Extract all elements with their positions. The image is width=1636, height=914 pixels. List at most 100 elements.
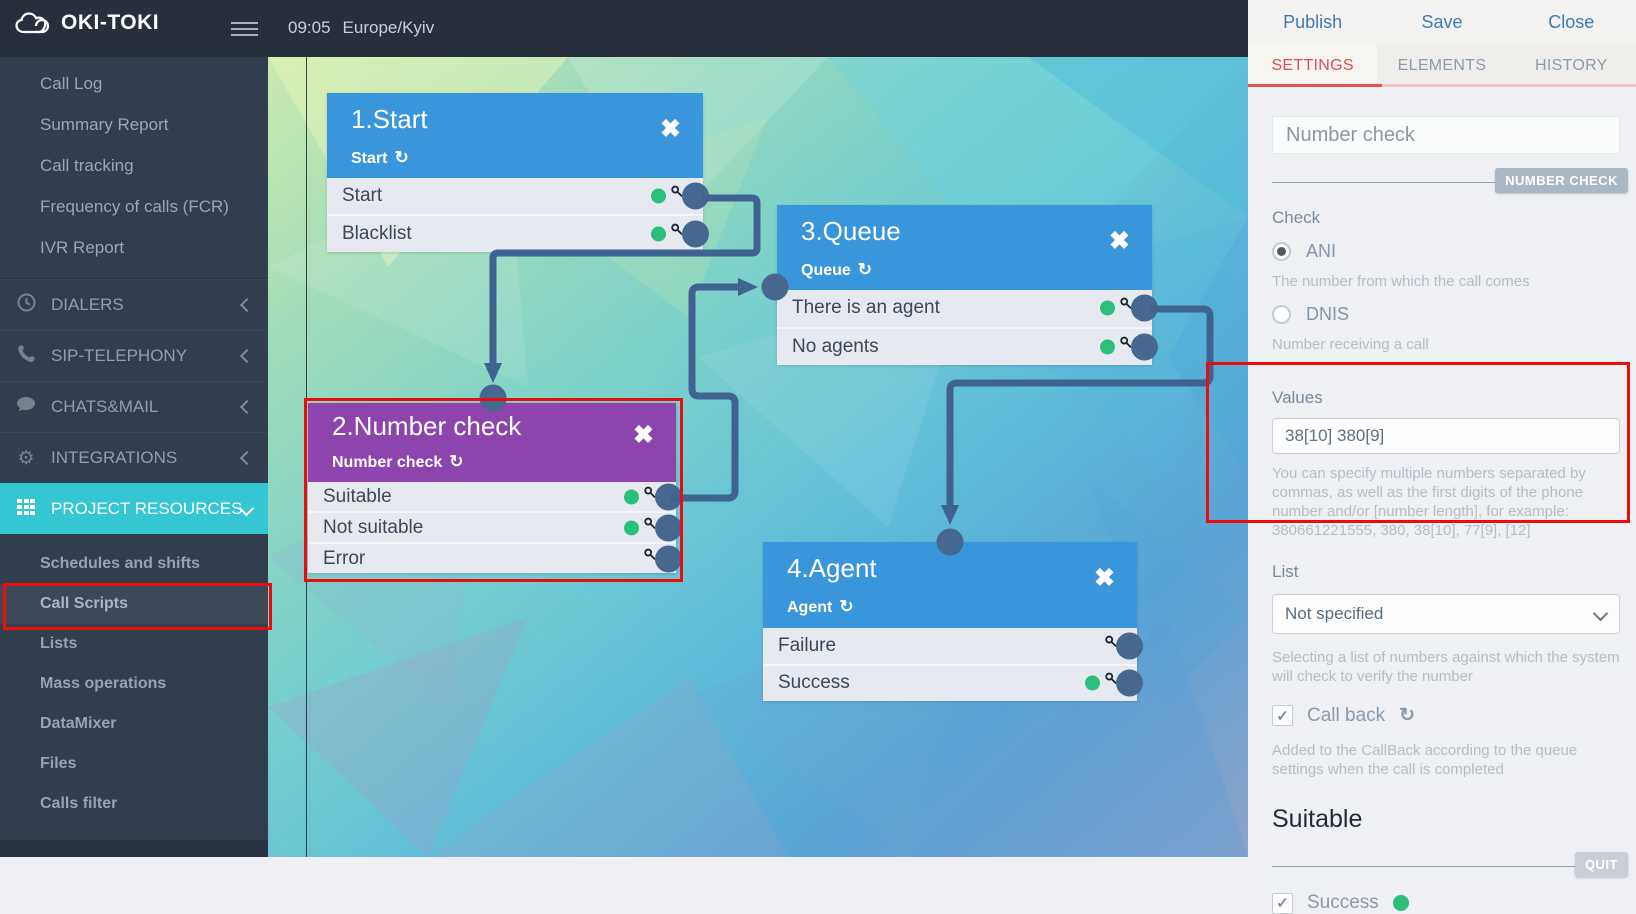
- tab-history[interactable]: HISTORY: [1535, 56, 1608, 74]
- node-title: 4.Agent: [787, 553, 877, 583]
- values-input[interactable]: [1272, 418, 1620, 454]
- sidebar-item-fcr[interactable]: Frequency of calls (FCR): [40, 197, 229, 216]
- close-icon[interactable]: ✖: [1094, 564, 1115, 592]
- logo-text: OKI-TOKI: [61, 11, 160, 34]
- sidebar-section-chats-mail[interactable]: CHATS&MAIL: [0, 381, 268, 432]
- node-output-row[interactable]: Not suitable: [308, 513, 682, 544]
- node-number-check[interactable]: 2.Number check Number check↻ ✖ Suitable …: [308, 403, 682, 573]
- tab-settings[interactable]: SETTINGS: [1248, 44, 1378, 87]
- link-key-icon[interactable]: [644, 545, 657, 567]
- node-start[interactable]: 1.Start Start↻ ✖ Start Blacklist: [327, 93, 709, 252]
- output-connector[interactable]: [1131, 294, 1158, 322]
- checkmark-icon: ✓: [1276, 707, 1289, 725]
- tab-elements[interactable]: ELEMENTS: [1397, 56, 1487, 74]
- radio-label: DNIS: [1306, 304, 1350, 324]
- radio-button-checked[interactable]: [1272, 242, 1291, 261]
- success-checkbox-row[interactable]: ✓ Success: [1272, 892, 1620, 914]
- output-connector[interactable]: [1131, 333, 1158, 361]
- tab-underline: [1248, 84, 1636, 87]
- link-key-icon[interactable]: [644, 483, 657, 505]
- node-output-row[interactable]: Error: [308, 544, 682, 573]
- sidebar-item-lists[interactable]: Lists: [40, 635, 78, 652]
- sidebar-item-datamixer[interactable]: DataMixer: [40, 715, 117, 732]
- divider-line: [1272, 182, 1614, 183]
- output-connector[interactable]: [655, 514, 682, 541]
- node-output-row[interactable]: Blacklist: [327, 216, 709, 252]
- sidebar: Call Log Summary Report Call tracking Fr…: [0, 57, 268, 857]
- status-green-dot: [1085, 675, 1100, 691]
- node-output-row[interactable]: There is an agent: [777, 290, 1158, 329]
- node-type-badge: NUMBER CHECK: [1495, 168, 1628, 193]
- sidebar-item-call-scripts[interactable]: Call Scripts: [0, 584, 268, 624]
- row-label: There is an agent: [792, 297, 940, 319]
- script-canvas: 1.Start Start↻ ✖ Start Blacklist 3.Queue…: [268, 57, 1248, 857]
- node-output-row[interactable]: Failure: [763, 628, 1143, 666]
- chevron-left-icon: [239, 448, 255, 468]
- publish-button[interactable]: Publish: [1283, 11, 1343, 32]
- node-agent[interactable]: 4.Agent Agent↻ ✖ Failure Success: [763, 542, 1143, 701]
- status-green-dot: [624, 520, 639, 535]
- link-key-icon[interactable]: [644, 514, 657, 536]
- node-output-row[interactable]: No agents: [777, 328, 1158, 365]
- sidebar-section-sip-telephony[interactable]: SIP-TELEPHONY: [0, 330, 268, 381]
- node-name-input[interactable]: [1272, 116, 1620, 154]
- radio-ani[interactable]: ANI: [1272, 241, 1620, 262]
- refresh-icon[interactable]: ↻: [1399, 705, 1416, 726]
- node-type-label: Number check: [332, 454, 443, 471]
- panel-tabs: SETTINGS ELEMENTS HISTORY: [1248, 44, 1636, 87]
- node-output-row[interactable]: Success: [763, 665, 1143, 701]
- row-label: Blacklist: [342, 223, 412, 244]
- link-key-icon[interactable]: [1105, 632, 1118, 654]
- status-green-dot: [1100, 300, 1115, 316]
- clock-icon: [13, 293, 39, 317]
- app-logo[interactable]: OKI-TOKI: [14, 10, 159, 36]
- output-connector[interactable]: [682, 220, 709, 248]
- section-label: SIP-TELEPHONY: [51, 346, 188, 365]
- sidebar-item-summary-report[interactable]: Summary Report: [40, 115, 169, 134]
- callback-help: Added to the CallBack according to the q…: [1272, 742, 1578, 778]
- sidebar-item-call-tracking[interactable]: Call tracking: [40, 156, 134, 175]
- grid-icon: [13, 498, 39, 520]
- node-output-row[interactable]: Start: [327, 178, 709, 216]
- callback-checkbox-row[interactable]: ✓ Call back ↻: [1272, 704, 1620, 727]
- row-label: Not suitable: [323, 516, 424, 538]
- save-button[interactable]: Save: [1421, 11, 1463, 32]
- radio-button[interactable]: [1272, 305, 1291, 324]
- close-button[interactable]: Close: [1548, 11, 1595, 32]
- sidebar-section-integrations[interactable]: ⚙ INTEGRATIONS: [0, 432, 268, 483]
- radio-dnis[interactable]: DNIS: [1272, 304, 1620, 325]
- cloud-logo-icon: [15, 12, 50, 34]
- close-icon[interactable]: ✖: [1109, 227, 1130, 255]
- node-type-label: Start: [351, 150, 388, 167]
- checkbox-checked[interactable]: ✓: [1272, 892, 1293, 914]
- output-connector[interactable]: [682, 182, 709, 210]
- node-output-row[interactable]: Suitable: [308, 482, 682, 513]
- refresh-icon: ↻: [449, 452, 464, 471]
- sidebar-item-schedules[interactable]: Schedules and shifts: [40, 555, 201, 572]
- close-icon[interactable]: ✖: [633, 421, 654, 449]
- close-icon[interactable]: ✖: [660, 115, 681, 143]
- values-help: You can specify multiple numbers separat…: [1272, 465, 1586, 539]
- output-connector[interactable]: [655, 545, 682, 572]
- output-connector[interactable]: [1116, 669, 1143, 697]
- checkbox-checked[interactable]: ✓: [1272, 705, 1293, 726]
- sidebar-section-project-resources[interactable]: PROJECT RESOURCES: [0, 483, 268, 534]
- link-key-icon[interactable]: [1105, 670, 1118, 692]
- output-connector[interactable]: [655, 483, 682, 510]
- output-connector[interactable]: [1116, 632, 1143, 660]
- node-queue[interactable]: 3.Queue Queue↻ ✖ There is an agent No ag…: [777, 205, 1158, 365]
- sidebar-item-files[interactable]: Files: [40, 755, 77, 772]
- sidebar-item-calls-filter[interactable]: Calls filter: [40, 795, 118, 812]
- sidebar-section-dialers[interactable]: DIALERS: [0, 279, 268, 330]
- hamburger-menu-icon[interactable]: [231, 22, 258, 40]
- sidebar-item-ivr-report[interactable]: IVR Report: [40, 238, 125, 257]
- status-green-dot: [624, 489, 639, 504]
- list-select[interactable]: Not specified: [1272, 594, 1620, 634]
- sidebar-item-mass-operations[interactable]: Mass operations: [40, 675, 167, 692]
- row-label: Success: [778, 672, 850, 694]
- settings-panel: Publish Save Close SETTINGS ELEMENTS HIS…: [1248, 0, 1636, 914]
- section-label: PROJECT RESOURCES: [51, 499, 243, 518]
- sidebar-item-call-log[interactable]: Call Log: [40, 74, 103, 93]
- node-title: 2.Number check: [332, 411, 522, 441]
